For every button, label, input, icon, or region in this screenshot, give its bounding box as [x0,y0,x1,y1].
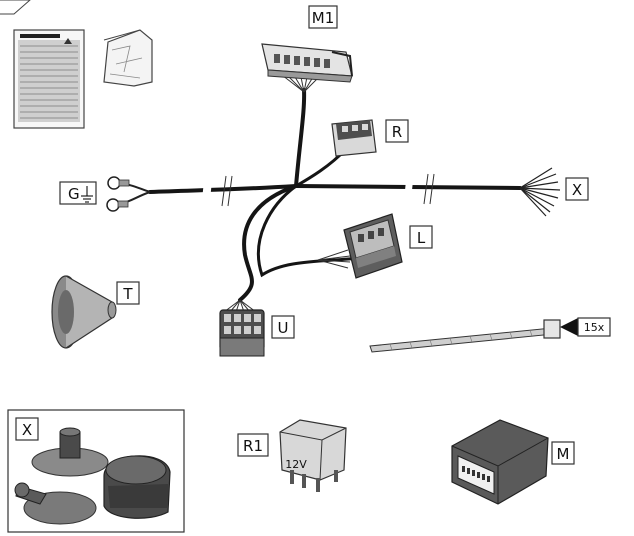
label-r: R [385,119,409,143]
connector-m1 [261,43,353,83]
ground-icon [81,186,93,203]
connector-l [343,213,403,279]
parts-bag [103,29,153,87]
instruction-manual [13,29,85,129]
label-g: G [59,181,97,205]
label-l-text: L [417,229,426,247]
label-u-text: U [278,319,289,337]
label-r1: R1 [237,433,269,457]
relay-voltage-text: 12V [285,458,307,471]
label-g-text: G [68,185,80,203]
label-t-text: T [122,285,133,303]
module-m [451,419,549,505]
label-r1-text: R1 [243,437,263,455]
label-t: T [116,281,140,305]
trailer-socket [103,455,171,519]
label-l: L [409,225,433,249]
socket-seal [14,482,97,525]
cable-tie [369,319,561,353]
label-x-socket: X [15,417,39,441]
label-x-socket-text: X [22,421,32,439]
label-m1-text: M1 [312,9,335,27]
wire-harness [148,71,561,313]
label-m-text: M [557,445,570,463]
label-qty: 15x [560,317,611,337]
connector-r [331,119,377,157]
ground-ring-terminals [106,176,151,212]
label-r-text: R [392,123,402,141]
relay-r1 [279,419,347,492]
label-m: M [551,441,575,465]
connector-u [219,309,265,357]
label-x-wire-text: X [572,181,582,199]
corner-fold-mark [0,0,31,15]
socket-plate [31,427,109,477]
label-m1: M1 [308,5,338,29]
label-u: U [271,315,295,339]
grommet-t [51,275,117,349]
label-qty-text: 15x [584,321,605,334]
label-x-wire: X [565,177,589,201]
